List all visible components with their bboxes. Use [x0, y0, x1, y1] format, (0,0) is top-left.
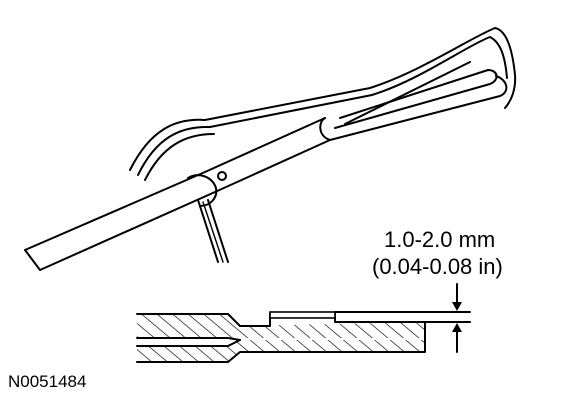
- dimension-imperial-label: (0.04-0.08 in): [372, 254, 503, 279]
- tool-illustration: [24, 27, 517, 271]
- dimension-metric-label: 1.0-2.0 mm: [384, 227, 496, 252]
- cross-section: [136, 283, 471, 363]
- figure-id: N0051484: [8, 372, 87, 391]
